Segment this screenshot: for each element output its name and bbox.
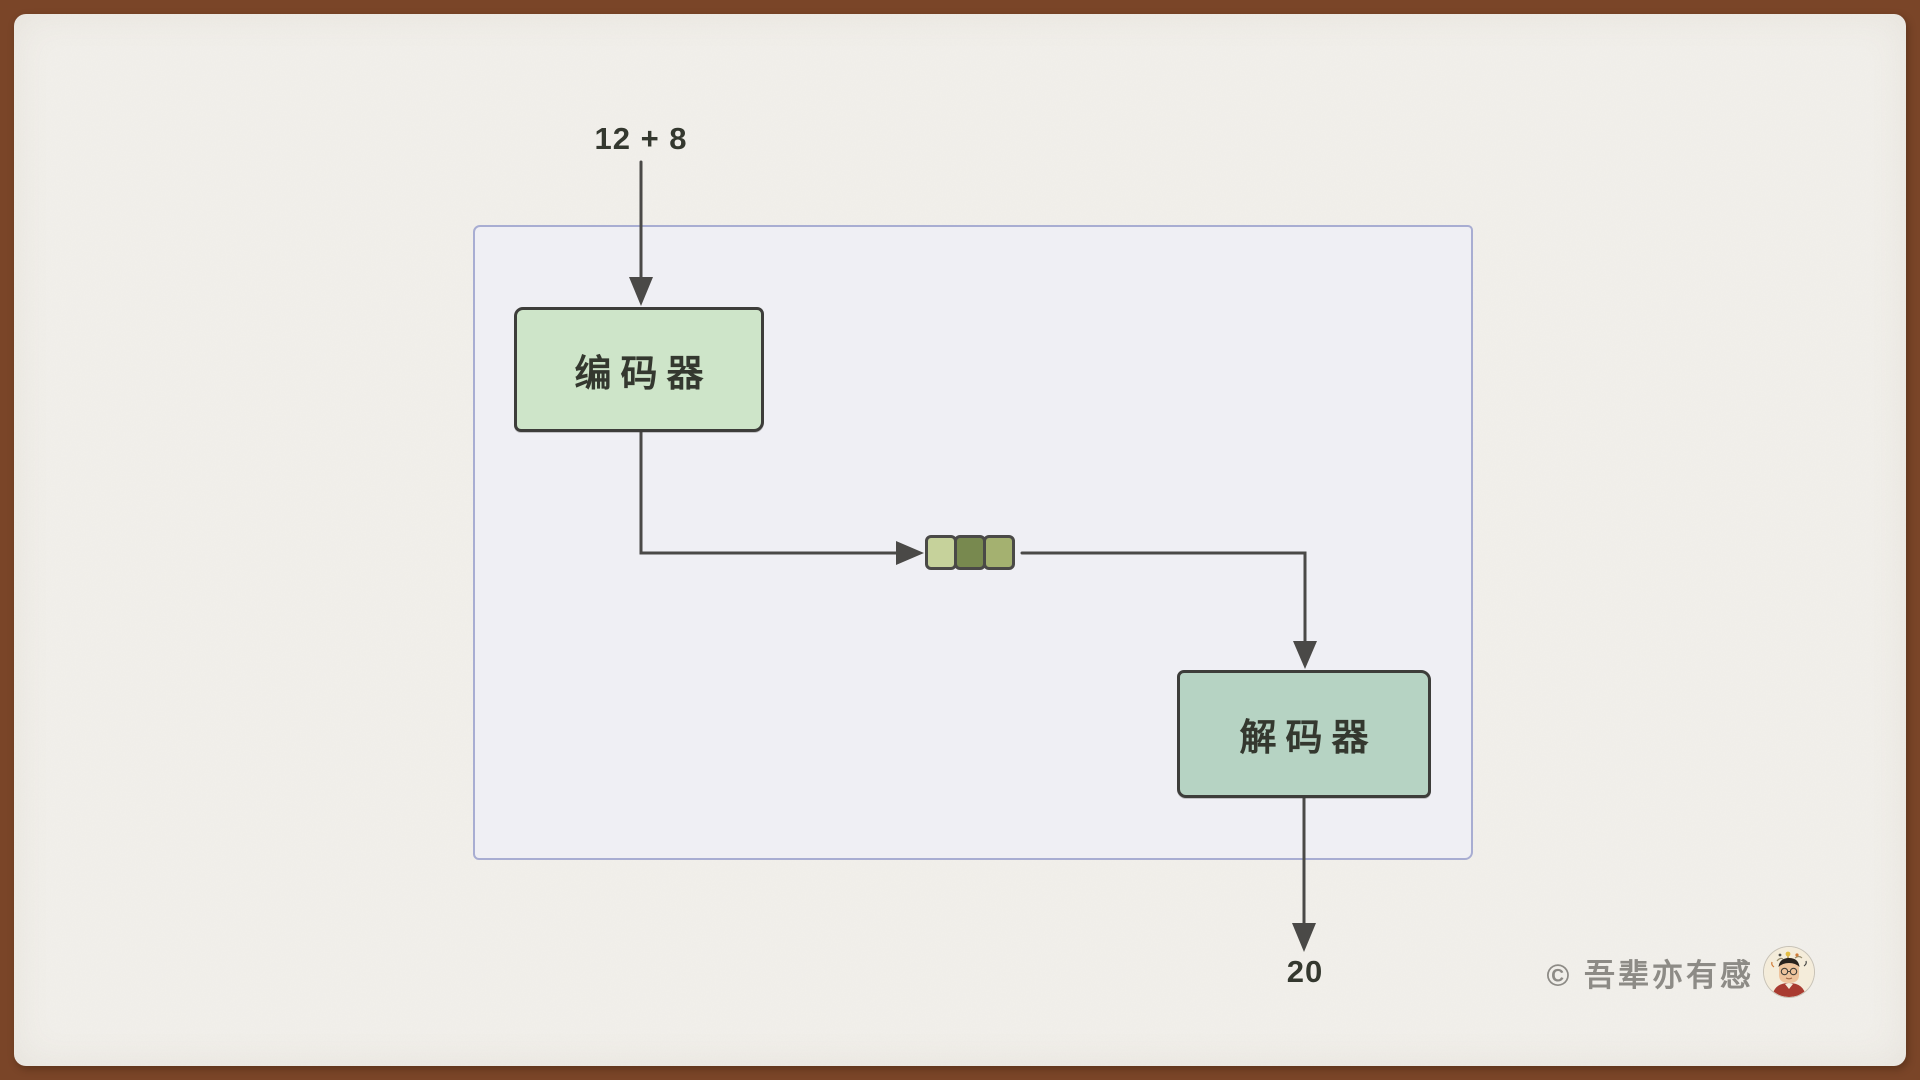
output-arrowhead-icon xyxy=(1292,923,1316,952)
watermark: © 吾辈亦有感 xyxy=(1547,947,1814,997)
token-cell xyxy=(925,535,957,570)
watermark-text: © 吾辈亦有感 xyxy=(1546,957,1754,993)
encoder-node: 编码器 xyxy=(514,307,764,432)
author-avatar xyxy=(1764,947,1814,997)
paper-canvas: 12 + 8 编码器 解码器 20 © 吾辈亦有感 xyxy=(14,14,1906,1066)
encoder-label: 编码器 xyxy=(574,352,713,394)
output-value-label: 20 xyxy=(1286,954,1324,989)
token-cell xyxy=(954,535,986,570)
avatar-illustration xyxy=(1764,947,1814,997)
input-value-label: 12 + 8 xyxy=(594,121,688,156)
token-strip xyxy=(925,535,1015,570)
decoder-label: 解码器 xyxy=(1239,717,1378,758)
token-cell xyxy=(983,535,1015,570)
decoder-node: 解码器 xyxy=(1177,670,1431,798)
